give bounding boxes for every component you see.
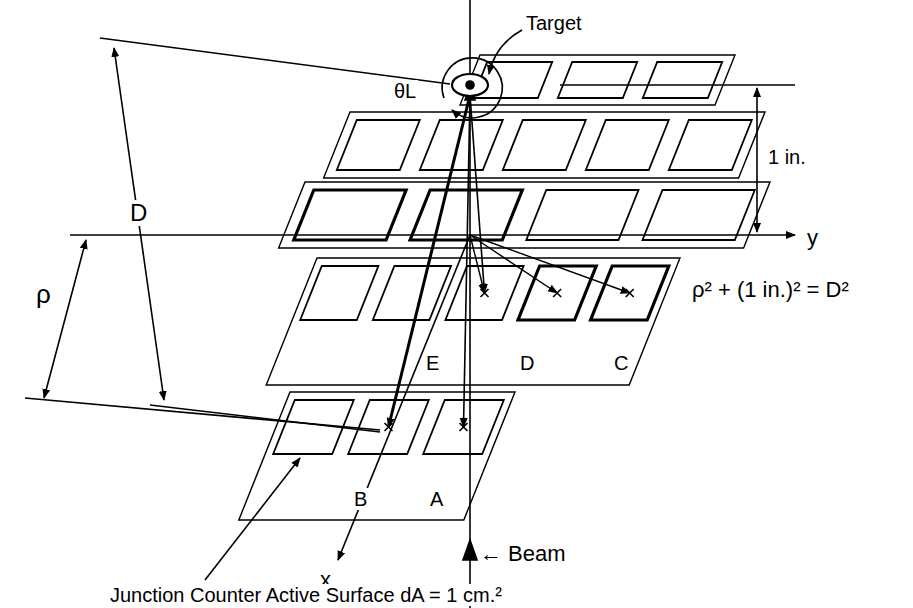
equation: ρ² + (1 in.)² = D²: [690, 278, 851, 302]
particle-ray: [470, 95, 485, 293]
angle-label: θL: [392, 80, 418, 102]
counter-label: B: [352, 488, 369, 510]
callout-label: Target: [524, 12, 584, 34]
junction-counter: [558, 62, 637, 98]
beam-label: ← Beam: [478, 542, 568, 566]
dimension-line: [114, 48, 164, 400]
dimension-line: [756, 88, 758, 232]
dimension-label: D: [128, 200, 149, 226]
particle-ray: [389, 95, 471, 427]
junction-counter: [586, 120, 669, 170]
counter-label: D: [518, 352, 536, 374]
junction-counter: [526, 190, 638, 240]
extension-line: [25, 398, 380, 430]
beam-arrowhead: [463, 540, 477, 560]
particle-ray: [464, 95, 471, 427]
extension-line: [560, 84, 795, 86]
junction-counter: [643, 62, 722, 98]
target: [452, 74, 488, 96]
particle-ray: [470, 235, 630, 293]
leader-line: [205, 458, 300, 580]
counter-board: [239, 392, 515, 520]
dimension-line: [44, 240, 86, 398]
particle-ray: [470, 235, 557, 293]
target-spot: [466, 81, 474, 89]
dimension-label: ρ: [34, 280, 53, 309]
extension-line: [100, 38, 450, 84]
junction-counter: [643, 190, 755, 240]
counter-board: [279, 182, 770, 248]
counter-label: A: [428, 488, 445, 510]
counter-label: E: [424, 352, 441, 374]
y-axis: [70, 234, 795, 236]
junction-counter: [300, 266, 378, 320]
junction-counter: [503, 120, 586, 170]
counter-board: [324, 112, 765, 178]
junction-counter: [669, 120, 752, 170]
junction-counter: [294, 190, 406, 240]
dimension-label: 1 in.: [766, 146, 808, 168]
caption-note: Junction Counter Active Surface dA = 1 c…: [108, 584, 504, 606]
axis-label: y: [805, 226, 820, 250]
particle-rays: [389, 95, 630, 427]
x-axis: [338, 235, 470, 560]
junction-counter: [337, 120, 420, 170]
extension-line: [150, 405, 380, 432]
junction-counter: [410, 190, 522, 240]
counter-board: [266, 258, 680, 385]
angle-arc: [442, 58, 502, 118]
counter-label: C: [612, 352, 630, 374]
